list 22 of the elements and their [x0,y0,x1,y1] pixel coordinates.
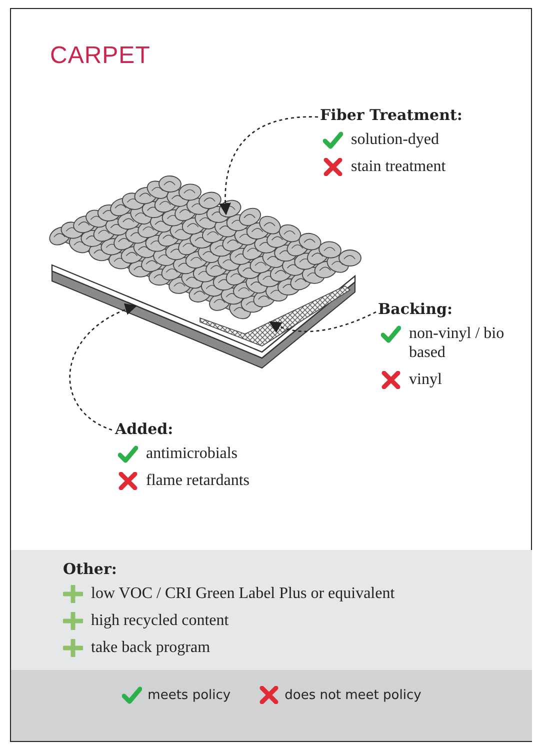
policy-item: non-vinyl / bio based [409,324,506,362]
policy-item: solution-dyed [351,130,439,149]
section-heading: Other: [63,560,117,578]
section-heading: Backing: [378,300,453,318]
legend-text: meets policy [148,688,231,702]
carpet-pile-drawing [49,176,362,320]
section-heading: Fiber Treatment: [320,106,462,124]
policy-item: stain treatment [351,157,446,176]
leader-line [69,304,138,431]
leader-line [219,116,318,216]
other-panel [11,550,532,670]
policy-item: antimicrobials [146,444,238,463]
policy-item: vinyl [409,370,442,389]
section-heading: Added: [115,420,174,438]
policy-item: take back program [91,638,210,657]
leader-line [268,311,376,332]
carpet-backing-drawing [200,286,351,346]
legend-text: does not meet policy [284,688,422,702]
policy-item: low VOC / CRI Green Label Plus or equivalent [91,584,395,603]
policy-item: flame retardants [146,471,250,490]
policy-item: high recycled content [91,611,229,630]
page-title: CARPET [50,42,150,70]
